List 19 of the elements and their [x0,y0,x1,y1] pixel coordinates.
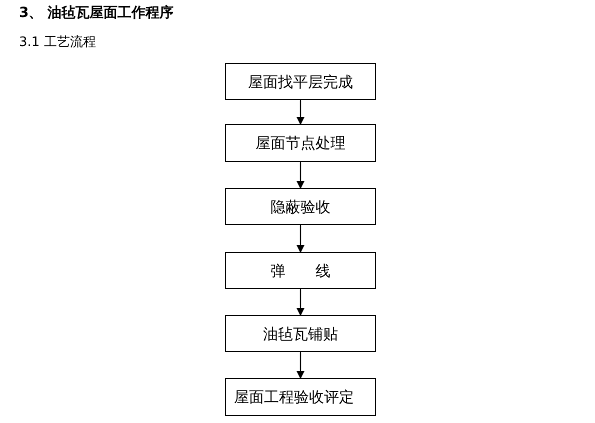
arrow [296,100,304,125]
process-box [225,124,376,162]
heading: 3、 油毡瓦屋面工作程序 [19,4,174,22]
arrow [296,352,304,379]
process-box [225,315,376,352]
process-box [225,378,376,416]
arrow [296,162,304,189]
step-text: 屋面找平层完成 [248,72,353,90]
arrow [296,289,304,316]
step-text: 弹 线 [270,262,330,280]
step-text: 屋面工程验收评定 [234,388,354,406]
step-text: 隐蔽验收 [270,198,330,216]
step-text: 屋面节点处理 [256,134,346,152]
arrow [296,225,304,253]
subheading: 3.1 工艺流程 [19,34,96,52]
process-box [225,252,376,289]
process-box [225,63,376,100]
step-text: 油毡瓦铺贴 [263,324,338,342]
process-box [225,188,376,225]
